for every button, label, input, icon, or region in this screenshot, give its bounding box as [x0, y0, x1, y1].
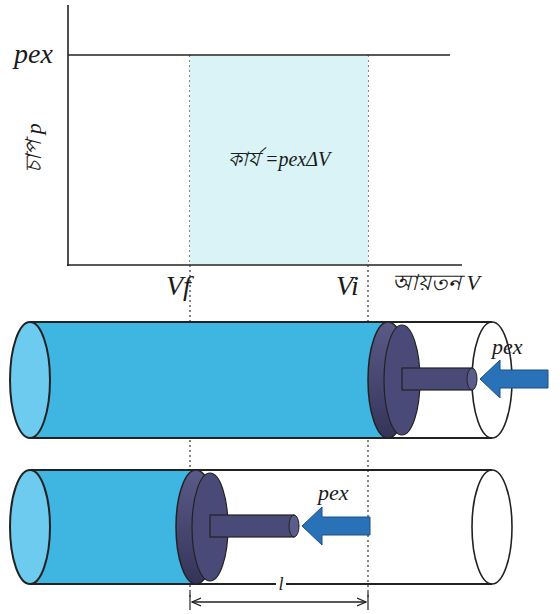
dimension-tick: [189, 592, 190, 610]
volume-label: Vf: [166, 272, 191, 300]
pressure-arrow-label: pex: [492, 336, 523, 358]
y-axis: [67, 5, 69, 266]
cylinder-2: [10, 470, 512, 584]
x-axis-label: আয়তন V: [392, 272, 480, 294]
y-axis-label: চাপ p: [23, 123, 45, 173]
dimension-line: [192, 601, 366, 602]
work-formula: কার্য =pexΔV: [228, 144, 330, 177]
cylinder-1: [10, 322, 548, 438]
pressure-symbol: pex: [14, 40, 53, 68]
x-axis: [67, 264, 462, 266]
volume-label: Vi: [336, 272, 359, 300]
dimension-tick: [367, 592, 368, 610]
length-label: l: [276, 575, 285, 593]
pressure-arrow-label: pex: [318, 482, 349, 504]
work-area: কার্য =pexΔV: [190, 56, 368, 264]
